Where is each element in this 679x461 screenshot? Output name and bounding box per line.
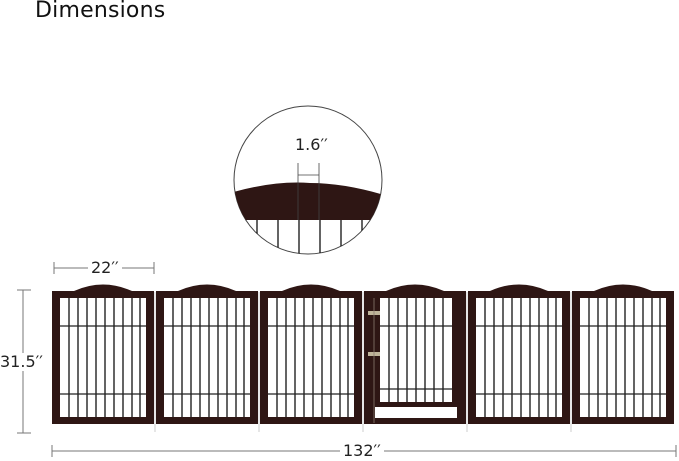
door-panel — [364, 284, 466, 424]
panel-width-label: 22′′ — [88, 259, 122, 277]
page-title: Dimensions — [35, 0, 166, 23]
fence-panel-5 — [467, 283, 571, 425]
detail-callout — [233, 105, 383, 255]
fence-panels — [51, 283, 675, 432]
fence-panel-6 — [571, 283, 675, 425]
total-width-label: 132′′ — [340, 442, 384, 460]
fence-panel-2 — [155, 283, 259, 425]
fence-panel-1 — [51, 283, 155, 425]
height-label: 31.5′′ — [0, 353, 46, 371]
detail-wire-spacing-label: 1.6′′ — [295, 135, 328, 154]
fence-panel-3 — [259, 283, 363, 425]
